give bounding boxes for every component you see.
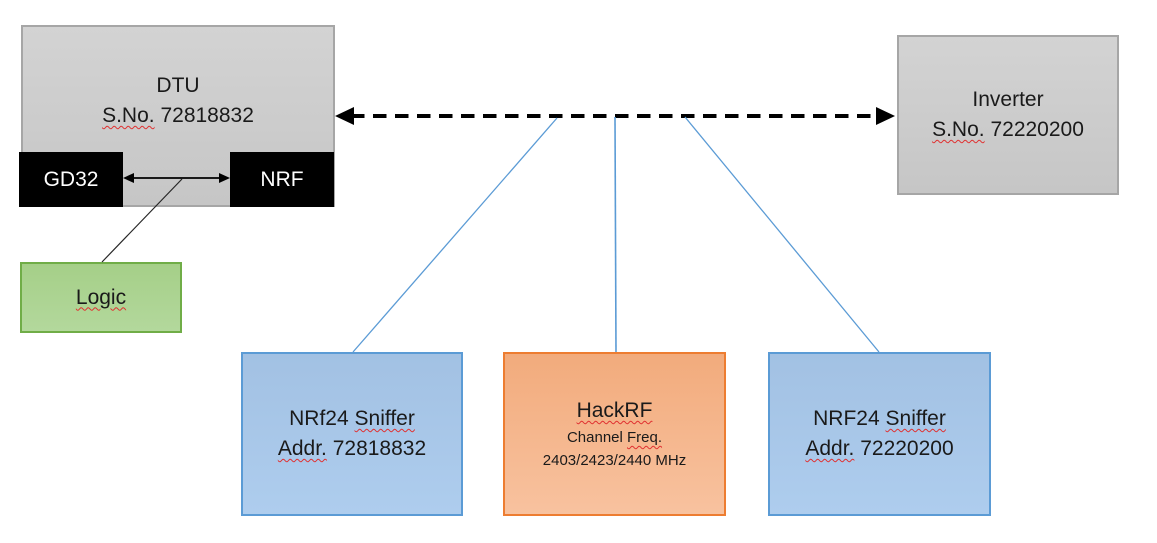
arrowhead-right-icon	[876, 107, 895, 125]
hackrf-box: HackRF Channel Freq. 2403/2423/2440 MHz	[503, 352, 726, 516]
hackrf-channel-line: Channel Freq.	[567, 426, 662, 449]
inverter-box: Inverter S.No. 72220200	[897, 35, 1119, 195]
sniffer-left-addr-label: Addr.	[277, 437, 327, 460]
gd32-label: GD32	[43, 167, 99, 191]
arrowhead-left-icon	[335, 107, 354, 125]
hackrf-frequencies: 2403/2423/2440 MHz	[542, 452, 687, 469]
inverter-title: Inverter	[972, 88, 1044, 111]
sniffer-right-name-word: Sniffer	[885, 407, 946, 430]
nrf-label: NRF	[260, 167, 304, 191]
tap-line-hackrf	[614, 116, 617, 353]
dtu-serial-label: S.No.	[102, 104, 155, 127]
sniffer-right-name: NRF24 Sniffer	[813, 404, 946, 434]
sniffer-right-addr-line: Addr. 72220200	[805, 434, 953, 464]
gd32-box: GD32	[19, 152, 123, 207]
nrf24-sniffer-left-box: NRf24 Sniffer Addr. 72818832	[241, 352, 463, 516]
hackrf-channel-word: Freq.	[627, 429, 663, 446]
tap-line-sniffer-left	[352, 117, 558, 353]
sniffer-right-addr-label: Addr.	[805, 437, 855, 460]
dtu-title: DTU	[156, 74, 200, 97]
tap-line-sniffer-right	[684, 116, 880, 353]
inverter-serial-number: 72220200	[990, 118, 1084, 141]
sniffer-left-name-word: Sniffer	[354, 407, 415, 430]
dtu-serial-line: S.No. 72818832	[102, 101, 254, 131]
sniffer-right-addr-number: 72220200	[860, 437, 954, 460]
sniffer-left-name: NRf24 Sniffer	[289, 404, 415, 434]
sniffer-left-name-prefix: NRf24	[289, 407, 349, 430]
sniffer-left-addr-line: Addr. 72818832	[278, 434, 426, 464]
sniffer-right-name-prefix: NRF24	[813, 407, 880, 430]
dtu-inverter-dashed-arrow	[335, 107, 895, 125]
hackrf-channel-prefix: Channel	[566, 429, 623, 446]
inverter-serial-label: S.No.	[932, 118, 985, 141]
dtu-serial-number: 72818832	[160, 104, 254, 127]
logic-label: Logic	[75, 285, 127, 309]
inverter-serial-line: S.No. 72220200	[932, 115, 1084, 145]
logic-box: Logic	[20, 262, 182, 333]
sniffer-left-addr-number: 72818832	[332, 437, 427, 460]
nrf-box: NRF	[230, 152, 334, 207]
hackrf-title: HackRF	[576, 399, 653, 422]
nrf24-sniffer-right-box: NRF24 Sniffer Addr. 72220200	[768, 352, 991, 516]
